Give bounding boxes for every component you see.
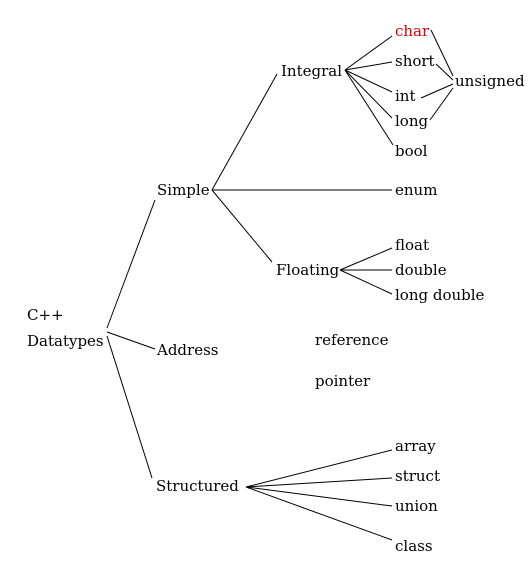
array-label: array [395, 437, 436, 455]
edge-integral-short [344, 61, 393, 71]
enum-label: enum [395, 181, 437, 199]
node-labels: C++ Datatypes Simple Address Structured … [27, 22, 525, 555]
edge-root-structured [106, 335, 153, 479]
connectors [106, 29, 454, 541]
edge-int-unsigned [420, 83, 454, 99]
short-label: short [395, 52, 435, 70]
edge-structured-struct [245, 477, 393, 488]
edge-simple-floating [211, 189, 273, 263]
edge-integral-int [344, 69, 393, 93]
edge-integral-char [344, 35, 393, 71]
char-label: char [395, 22, 430, 40]
floating-label: Floating [276, 261, 340, 279]
edge-root-simple [106, 199, 156, 329]
edge-char-unsigned [430, 29, 454, 77]
address-label: Address [156, 341, 218, 359]
edge-floating-long-double [339, 269, 393, 295]
edge-root-address [106, 331, 156, 350]
unsigned-label: unsigned [455, 72, 525, 90]
root-label-line2: Datatypes [27, 332, 104, 350]
edge-long-unsigned [429, 87, 454, 121]
edge-simple-integral [211, 73, 278, 191]
union-label: union [395, 497, 438, 515]
root-label-line1: C++ [27, 306, 64, 324]
structured-label: Structured [156, 477, 239, 495]
simple-label: Simple [157, 181, 210, 199]
pointer-label: pointer [315, 372, 371, 390]
edge-floating-float [339, 247, 393, 271]
edge-integral-long [344, 69, 393, 119]
edge-short-unsigned [435, 63, 454, 81]
long-label: long [395, 112, 428, 130]
integral-label: Integral [281, 62, 342, 80]
edge-structured-class [245, 486, 393, 541]
double-label: double [395, 261, 447, 279]
long-double-label: long double [395, 286, 485, 304]
struct-label: struct [395, 467, 440, 485]
edge-structured-array [245, 449, 393, 488]
int-label: int [395, 87, 416, 105]
edge-structured-union [245, 486, 393, 507]
class-label: class [395, 537, 433, 555]
edge-integral-bool [344, 69, 394, 146]
bool-label: bool [395, 142, 428, 160]
reference-label: reference [315, 331, 389, 349]
float-label: float [395, 236, 429, 254]
